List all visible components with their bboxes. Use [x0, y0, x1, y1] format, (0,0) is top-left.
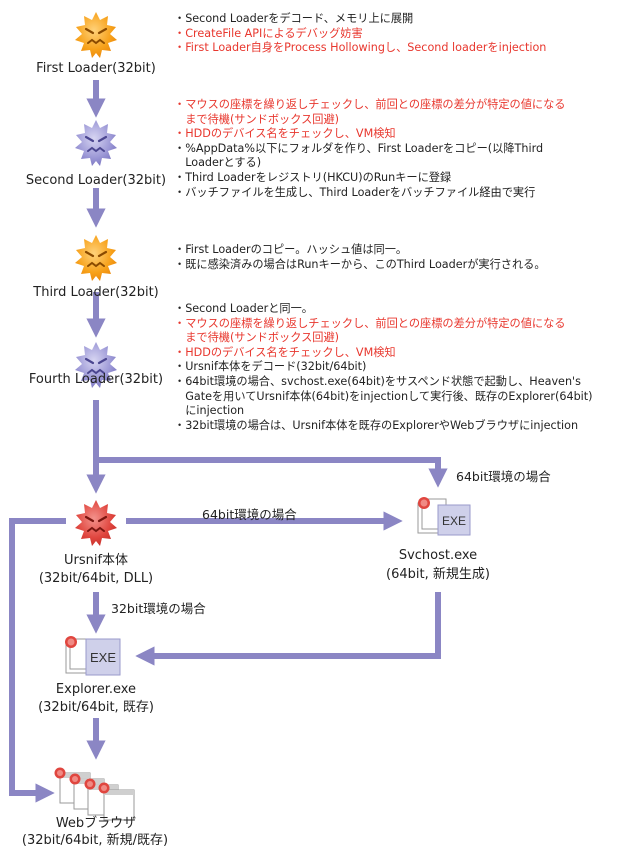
- svchost-exe-icon: EXE: [417, 497, 471, 536]
- note-line: ・バッチファイルを生成し、Third Loaderをバッチファイル経由で実行: [174, 185, 536, 199]
- ursnif-label-line2: (32bit/64bit, DLL): [38, 571, 154, 586]
- fourth-loader-bug-icon: [75, 342, 117, 388]
- first-loader-label: First Loader(32bit): [36, 61, 156, 76]
- third-loader-label: Third Loader(32bit): [33, 285, 159, 300]
- note-line: ・Third Loaderをレジストリ(HKCU)のRunキーに登録: [174, 170, 452, 184]
- note-line: にinjection: [174, 404, 245, 418]
- third-loader-notes: ・First Loaderのコピー。ハッシュ値は同一。 ・既に感染済みの場合はR…: [174, 243, 546, 272]
- note-line: ・既に感染済みの場合はRunキーから、このThird Loaderが実行される。: [174, 257, 546, 271]
- second-loader-bug-icon: [75, 120, 117, 166]
- explorer-label-line2: (32bit/64bit, 既存): [38, 700, 154, 715]
- flow-arrows: [9, 80, 448, 803]
- first-loader-bug-icon: [75, 12, 117, 58]
- note-line: ・%AppData%以下にフォルダを作り、First Loaderをコピー(以降…: [174, 141, 544, 155]
- note-line: ・First Loader自身をProcess Hollowingし、Secon…: [174, 41, 547, 55]
- second-loader-label: Second Loader(32bit): [25, 173, 167, 188]
- arrow-ursnif-to-browser: [9, 518, 66, 803]
- note-line: Loaderとする): [174, 156, 262, 170]
- explorer-exe-text: EXE: [90, 650, 116, 665]
- svchost-label-line2: (64bit, 新規生成): [386, 567, 490, 582]
- note-line: まで待機(サンドボックス回避): [174, 331, 340, 345]
- explorer-label-line1: Explorer.exe: [55, 682, 137, 697]
- browser-label-line1: Webブラウザ: [55, 816, 137, 831]
- arrow-svchost-to-explorer: [135, 592, 441, 666]
- note-line: Gateを用いてUrsnif本体(64bit)をinjectionして実行後、既…: [174, 389, 593, 403]
- svchost-label-line1: Svchost.exe: [398, 548, 478, 563]
- ursnif-label-line1: Ursnif本体: [63, 553, 129, 568]
- explorer-exe-icon: EXE: [65, 636, 121, 676]
- fourth-loader-notes: ・Second Loaderと同一。 ・マウスの座標を繰り返しチェックし、前回と…: [174, 302, 593, 433]
- note-line: ・Second Loaderをデコード、メモリ上に展開: [174, 12, 414, 25]
- condition-32bit-left: 32bit環境の場合: [111, 601, 206, 616]
- note-line: ・Second Loaderと同一。: [174, 302, 313, 315]
- condition-64bit-middle: 64bit環境の場合: [202, 507, 297, 522]
- browser-windows-icon: [54, 767, 135, 821]
- note-line: まで待機(サンドボックス回避): [174, 112, 340, 126]
- first-loader-notes: ・Second Loaderをデコード、メモリ上に展開 ・CreateFile …: [174, 12, 546, 56]
- note-line: ・64bit環境の場合、svchost.exe(64bit)をサスペンド状態で起…: [174, 374, 581, 388]
- ursnif-bug-icon: [75, 500, 117, 546]
- svchost-exe-text: EXE: [442, 514, 466, 528]
- browser-label-line2: (32bit/64bit, 新規/既存): [21, 833, 169, 848]
- note-line: ・CreateFile APIによるデバッグ妨害: [174, 26, 363, 40]
- fourth-loader-label: Fourth Loader(32bit): [28, 372, 164, 387]
- note-line: ・First Loaderのコピー。ハッシュ値は同一。: [174, 243, 408, 256]
- condition-64bit-top: 64bit環境の場合: [456, 469, 551, 484]
- note-line: ・32bit環境の場合は、Ursnif本体を既存のExplorerやWebブラウ…: [174, 418, 579, 432]
- note-line: ・Ursnif本体をデコード(32bit/64bit): [174, 360, 367, 374]
- note-line: ・マウスの座標を繰り返しチェックし、前回との座標の差分が特定の値になる: [174, 316, 566, 330]
- second-loader-notes: ・マウスの座標を繰り返しチェックし、前回との座標の差分が特定の値になる まで待機…: [174, 98, 565, 200]
- third-loader-bug-icon: [75, 235, 117, 281]
- note-line: ・HDDのデバイス名をチェックし、VM検知: [174, 345, 396, 359]
- note-line: ・マウスの座標を繰り返しチェックし、前回との座標の差分が特定の値になる: [174, 98, 566, 111]
- note-line: ・HDDのデバイス名をチェックし、VM検知: [174, 127, 396, 141]
- arrow-branch-to-svchost: [96, 457, 448, 488]
